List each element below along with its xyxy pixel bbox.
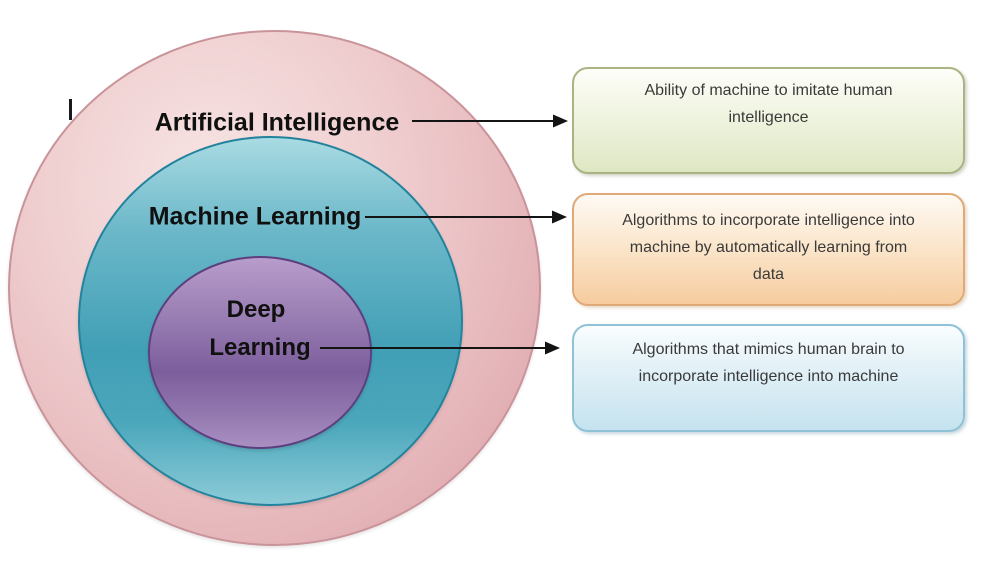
callout-ai-definition: Ability of machine to imitate human inte… — [572, 67, 965, 174]
callout-ml-definition: Algorithms to incorporate intelligence i… — [572, 193, 965, 306]
text-cursor-artifact — [69, 99, 72, 120]
dl-circle-label-line2: Learning — [209, 334, 311, 361]
callout-dl-line-1: Algorithms that mimics human brain to — [632, 341, 905, 358]
callout-ai-line-2: intelligence — [728, 109, 809, 126]
callout-ml-line-2: machine by automatically learning from — [629, 239, 908, 256]
callout-ai-line-1: Ability of machine to imitate human — [644, 82, 893, 99]
callout-ml-line-3: data — [752, 266, 785, 283]
callout-ml-line-1: Algorithms to incorporate intelligence i… — [622, 212, 915, 229]
dl-circle-label-line1: Deep — [226, 296, 286, 323]
callout-dl-definition: Algorithms that mimics human brain to in… — [572, 324, 965, 432]
ml-circle-label: Machine Learning — [148, 202, 362, 231]
dl-circle — [148, 256, 372, 449]
callout-dl-line-2: incorporate intelligence into machine — [638, 368, 899, 385]
ai-circle-label: Artificial Intelligence — [154, 108, 400, 137]
